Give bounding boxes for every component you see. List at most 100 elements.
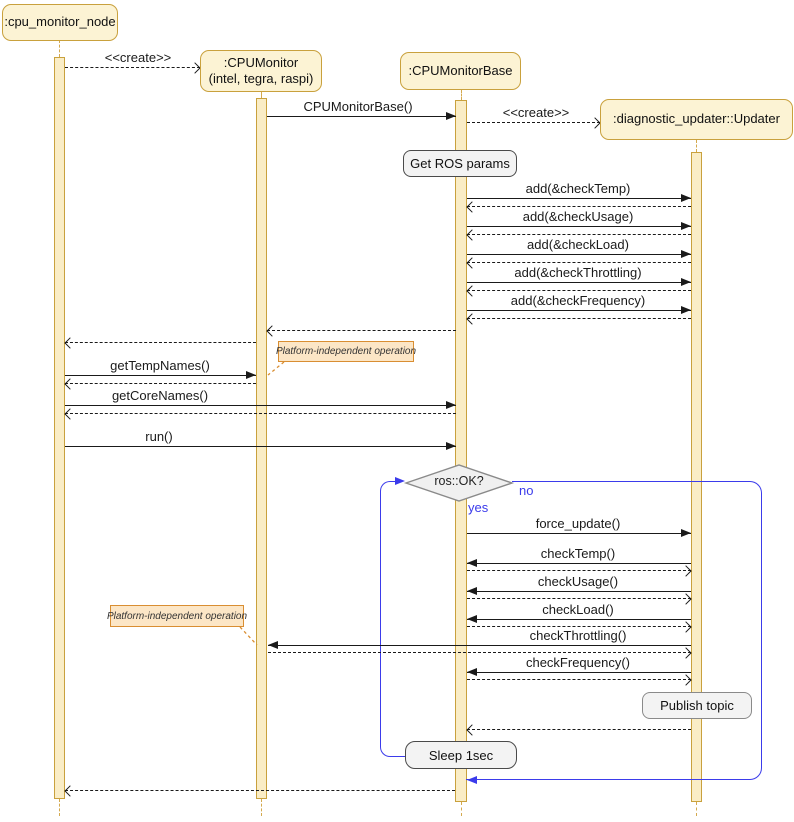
note1-connector	[267, 361, 285, 376]
arrowhead-icon	[681, 306, 691, 314]
lifeline-updater-bottom	[696, 802, 697, 816]
loop-exit-arrowhead-icon	[467, 776, 477, 784]
activation-updater	[691, 152, 702, 802]
message-label: getCoreNames()	[111, 388, 209, 403]
message-label: checkLoad()	[542, 602, 614, 617]
arrowhead-icon	[266, 325, 278, 337]
message-line	[467, 318, 691, 319]
message-line	[467, 729, 691, 730]
activation-base	[455, 100, 467, 802]
lifeline-monitor-top	[261, 92, 262, 98]
participant-label: :CPUMonitorBase	[408, 62, 513, 78]
message-line	[65, 405, 456, 406]
arrowhead-icon	[246, 371, 256, 379]
note-platform-independent-1: Platform-independent operation	[276, 341, 416, 362]
lifeline-monitor-bottom	[261, 799, 262, 816]
arrowhead-icon	[467, 615, 477, 623]
message-line	[467, 262, 691, 263]
message-line	[65, 383, 256, 384]
message-line	[467, 226, 691, 227]
loop-repeat-arrowhead-icon	[395, 477, 405, 485]
message-line	[467, 310, 691, 311]
note-get-ros-params: Get ROS params	[403, 150, 517, 177]
note2-connector	[239, 626, 258, 646]
message-label: checkTemp()	[540, 546, 616, 561]
message-line	[467, 626, 691, 627]
message-line	[467, 254, 691, 255]
loop-condition-label: ros::OK?	[434, 474, 484, 488]
message-line	[467, 598, 691, 599]
message-label: add(&checkFrequency)	[510, 293, 646, 308]
message-line	[65, 790, 455, 791]
arrowhead-icon	[681, 529, 691, 537]
arrowhead-icon	[64, 337, 76, 349]
arrowhead-icon	[64, 408, 76, 420]
loop-yes-label: yes	[468, 500, 489, 515]
lifeline-updater-top	[696, 140, 697, 152]
message-line	[65, 342, 256, 343]
lifeline-node-bottom	[59, 799, 60, 816]
message-label: add(&checkLoad)	[527, 237, 629, 252]
message-line	[268, 645, 691, 646]
lifeline-node-top	[59, 40, 60, 57]
arrowhead-icon	[64, 785, 76, 797]
arrowhead-icon	[446, 112, 456, 120]
participant-cpu-monitor-node: :cpu_monitor_node	[2, 4, 118, 41]
participant-cpu-monitor-base: :CPUMonitorBase	[400, 52, 521, 90]
message-line	[467, 122, 600, 123]
arrowhead-icon	[681, 250, 691, 258]
message-label: add(&checkTemp)	[525, 181, 631, 196]
message-line	[467, 570, 691, 571]
message-label: getTempNames()	[110, 358, 210, 373]
loop-frame-top-right	[512, 481, 762, 631]
lifeline-base-bottom	[461, 802, 462, 816]
message-label: add(&checkThrottling)	[514, 265, 642, 280]
message-label: force_update()	[535, 516, 621, 531]
arrowhead-icon	[467, 668, 477, 676]
arrowhead-icon	[466, 313, 478, 325]
loop-frame-bottom-left	[380, 741, 405, 757]
participant-cpu-monitor: :CPUMonitor (intel, tegra, raspi)	[200, 50, 322, 92]
message-line	[467, 282, 691, 283]
arrowhead-icon	[446, 442, 456, 450]
message-label: checkUsage()	[537, 574, 619, 589]
participant-label: :cpu_monitor_node	[4, 14, 116, 30]
arrowhead-icon	[268, 641, 278, 649]
message-line	[467, 619, 691, 620]
loop-frame-left	[380, 481, 396, 741]
arrowhead-icon	[467, 559, 477, 567]
participant-label: :CPUMonitor	[223, 54, 299, 70]
message-label: add(&checkUsage)	[522, 209, 634, 224]
message-line	[267, 330, 456, 331]
message-label: <<create>>	[502, 105, 570, 120]
message-line	[65, 413, 456, 414]
participant-diagnostic-updater: :diagnostic_updater::Updater	[600, 99, 793, 140]
loop-frame-bottom-right	[466, 631, 762, 780]
arrowhead-icon	[467, 587, 477, 595]
message-line	[467, 533, 691, 534]
message-line	[467, 234, 691, 235]
message-line	[467, 679, 691, 680]
message-label: CPUMonitorBase()	[303, 99, 413, 114]
arrowhead-icon	[446, 401, 456, 409]
activation-node	[54, 57, 65, 799]
arrowhead-icon	[681, 222, 691, 230]
message-label: run()	[145, 429, 173, 444]
arrowhead-icon	[681, 278, 691, 286]
message-line	[267, 116, 456, 117]
loop-no-label: no	[519, 483, 534, 498]
note-platform-independent-2: Platform-independent operation	[107, 605, 247, 627]
note-publish-topic: Publish topic	[642, 692, 752, 719]
message-line	[467, 672, 691, 673]
message-line	[268, 652, 691, 653]
message-label: <<create>>	[104, 50, 172, 65]
message-line	[65, 446, 456, 447]
message-line	[65, 67, 200, 68]
message-line	[467, 290, 691, 291]
message-line	[467, 198, 691, 199]
lifeline-base-top	[461, 90, 462, 100]
message-line	[467, 591, 691, 592]
note-sleep-1sec: Sleep 1sec	[405, 741, 517, 769]
participant-sublabel: (intel, tegra, raspi)	[208, 71, 314, 86]
